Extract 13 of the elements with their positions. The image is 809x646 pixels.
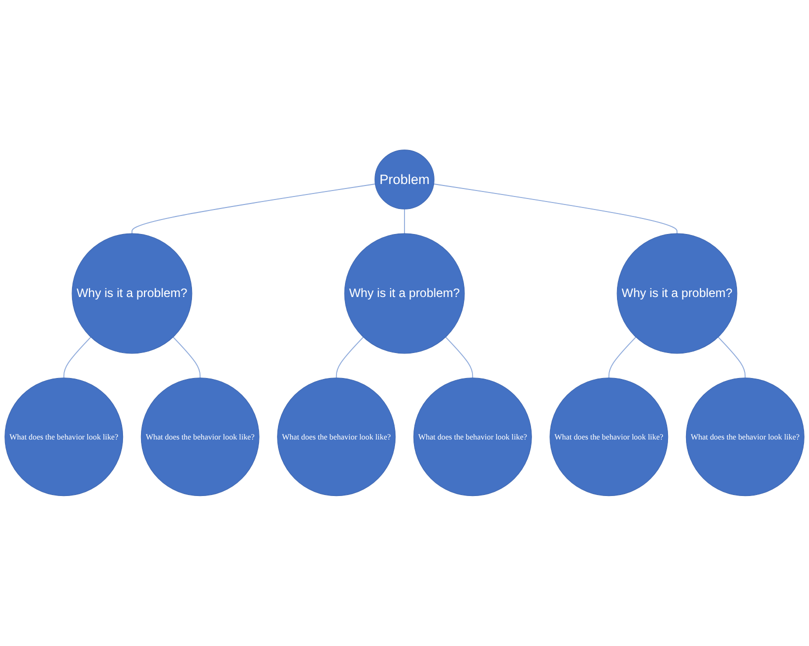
node-circle: Why is it a problem? — [344, 233, 465, 354]
connector — [63, 336, 92, 378]
connector — [445, 336, 474, 378]
node-circle: Why is it a problem? — [616, 233, 738, 354]
connector — [433, 184, 678, 234]
connector — [404, 208, 405, 234]
connector — [172, 336, 201, 378]
node-circle: Why is it a problem? — [72, 233, 192, 354]
connector — [608, 336, 636, 378]
connector — [336, 336, 364, 378]
connector — [132, 184, 376, 234]
node-circle: Problem — [374, 150, 434, 210]
connector — [718, 336, 746, 378]
